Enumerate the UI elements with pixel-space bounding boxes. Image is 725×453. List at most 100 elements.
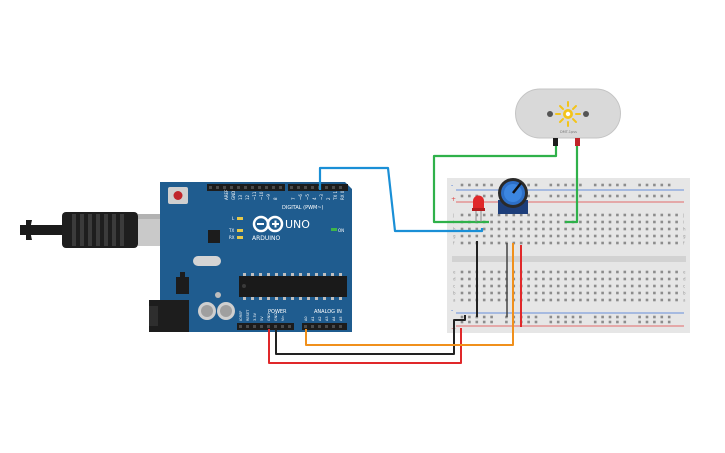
dc-motor[interactable]: DMT-1pss [515,88,621,146]
breadboard-hole[interactable] [593,284,597,288]
breadboard-hole[interactable] [571,270,575,274]
breadboard-hole[interactable] [571,227,575,231]
breadboard-hole[interactable] [460,183,464,187]
breadboard-hole[interactable] [616,284,619,288]
breadboard-hole[interactable] [468,284,471,288]
breadboard-hole[interactable] [630,227,634,231]
breadboard-hole[interactable] [638,183,641,187]
breadboard-hole[interactable] [579,277,582,281]
breadboard-hole[interactable] [593,315,597,319]
breadboard-hole[interactable] [667,298,671,302]
breadboard-hole[interactable] [556,227,560,231]
breadboard-hole[interactable] [638,277,641,281]
breadboard-hole[interactable] [556,270,560,274]
breadboard-hole[interactable] [497,284,501,288]
breadboard-hole[interactable] [556,315,560,319]
breadboard-hole[interactable] [675,298,678,302]
breadboard-hole[interactable] [623,284,627,288]
breadboard-hole[interactable] [608,270,612,274]
breadboard-hole[interactable] [460,315,464,319]
breadboard-hole[interactable] [490,213,493,217]
breadboard-hole[interactable] [460,234,464,238]
breadboard-hole[interactable] [482,227,486,231]
breadboard-hole[interactable] [593,320,597,324]
breadboard-hole[interactable] [512,213,516,217]
breadboard-hole[interactable] [586,220,590,224]
breadboard-hole[interactable] [638,315,641,319]
breadboard-hole[interactable] [564,291,567,295]
breadboard-hole[interactable] [586,213,590,217]
breadboard-hole[interactable] [638,320,641,324]
breadboard-hole[interactable] [601,320,604,324]
breadboard-hole[interactable] [482,315,486,319]
breadboard-hole[interactable] [549,298,553,302]
breadboard-hole[interactable] [608,234,612,238]
breadboard-hole[interactable] [608,320,612,324]
breadboard-hole[interactable] [608,194,612,198]
breadboard-hole[interactable] [623,194,627,198]
breadboard-hole[interactable] [660,241,664,245]
breadboard-hole[interactable] [482,291,486,295]
breadboard-hole[interactable] [512,234,516,238]
breadboard-hole[interactable] [534,270,538,274]
breadboard-hole[interactable] [675,270,678,274]
breadboard-hole[interactable] [534,291,538,295]
breadboard-hole[interactable] [616,270,619,274]
breadboard-hole[interactable] [638,284,641,288]
breadboard-hole[interactable] [527,315,530,319]
analog-header[interactable] [302,323,347,330]
breadboard-hole[interactable] [519,227,523,231]
breadboard-hole[interactable] [571,234,575,238]
breadboard-hole[interactable] [497,234,501,238]
breadboard-hole[interactable] [571,284,575,288]
breadboard-hole[interactable] [482,194,486,198]
breadboard-hole[interactable] [564,298,567,302]
breadboard-hole[interactable] [586,277,590,281]
breadboard-hole[interactable] [638,220,641,224]
breadboard-hole[interactable] [638,213,641,217]
breadboard-hole[interactable] [482,183,486,187]
breadboard-hole[interactable] [527,213,530,217]
breadboard-hole[interactable] [586,234,590,238]
breadboard-hole[interactable] [512,220,516,224]
breadboard-hole[interactable] [468,277,471,281]
breadboard-hole[interactable] [586,241,590,245]
breadboard-hole[interactable] [601,213,604,217]
breadboard-hole[interactable] [675,277,678,281]
breadboard-hole[interactable] [608,315,612,319]
breadboard-hole[interactable] [616,234,619,238]
breadboard-hole[interactable] [468,315,471,319]
breadboard-hole[interactable] [490,284,493,288]
breadboard-hole[interactable] [475,227,479,231]
breadboard-hole[interactable] [660,315,664,319]
breadboard-hole[interactable] [645,284,649,288]
breadboard-hole[interactable] [630,270,634,274]
breadboard-hole[interactable] [623,220,627,224]
breadboard-hole[interactable] [601,194,604,198]
breadboard-hole[interactable] [490,298,493,302]
breadboard-hole[interactable] [497,270,501,274]
breadboard-hole[interactable] [482,270,486,274]
breadboard-hole[interactable] [667,227,671,231]
breadboard-hole[interactable] [660,227,664,231]
breadboard-hole[interactable] [579,298,582,302]
breadboard-hole[interactable] [601,220,604,224]
breadboard-hole[interactable] [586,284,590,288]
breadboard-hole[interactable] [468,241,471,245]
breadboard-hole[interactable] [460,277,464,281]
breadboard-hole[interactable] [542,291,545,295]
breadboard-hole[interactable] [667,291,671,295]
breadboard-hole[interactable] [630,234,634,238]
breadboard-hole[interactable] [608,220,612,224]
breadboard-hole[interactable] [645,234,649,238]
breadboard-hole[interactable] [653,298,656,302]
breadboard-hole[interactable] [468,320,471,324]
breadboard-hole[interactable] [556,291,560,295]
breadboard-hole[interactable] [645,183,649,187]
breadboard-hole[interactable] [675,291,678,295]
power-jack[interactable] [149,300,189,332]
breadboard-hole[interactable] [556,277,560,281]
breadboard-hole[interactable] [490,291,493,295]
breadboard-hole[interactable] [638,270,641,274]
